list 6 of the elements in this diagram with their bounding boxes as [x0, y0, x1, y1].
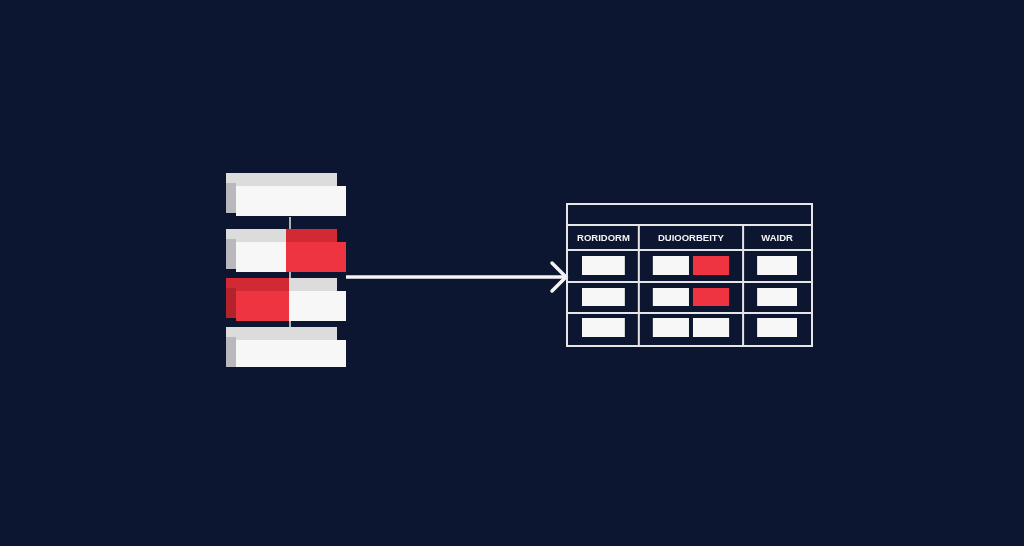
- arrow: [346, 261, 568, 293]
- column-header: WAIDR: [761, 232, 793, 243]
- column-header: DUIOORBEITY: [657, 232, 724, 243]
- table: [566, 203, 813, 347]
- column-header: RORIDORM: [577, 232, 630, 243]
- stacked-bars-illustration: [226, 173, 346, 367]
